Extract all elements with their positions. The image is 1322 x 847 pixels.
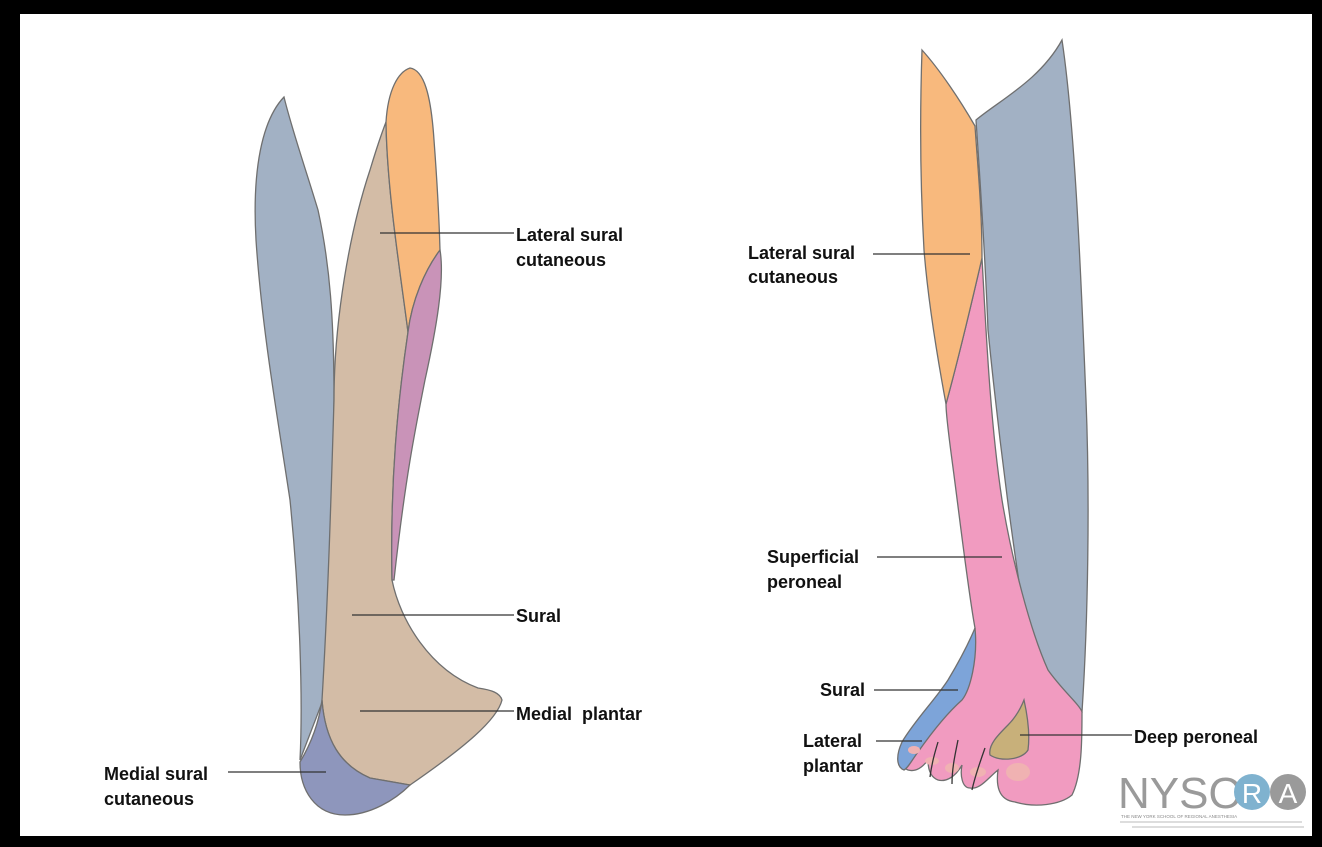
- logo-tagline: THE NEW YORK SCHOOL OF REGIONAL ANESTHES…: [1121, 814, 1237, 819]
- toenail-3: [945, 763, 959, 773]
- label-left-lateral-sural-line2: cutaneous: [516, 250, 606, 270]
- label-left-lateral-sural-line1: Lateral sural: [516, 225, 623, 245]
- logo-text-nyso: NYSO: [1118, 769, 1243, 818]
- label-left-sural: Sural: [516, 606, 561, 626]
- left-leg-view: [255, 68, 502, 815]
- logo-letter-r: R: [1242, 778, 1262, 809]
- label-right-sural: Sural: [820, 680, 865, 700]
- label-left-medial-sural-line1: Medial sural: [104, 764, 208, 784]
- label-right-lateral-sural-line2: cutaneous: [748, 267, 838, 287]
- label-right-lateral-plantar-line2: plantar: [803, 756, 863, 776]
- label-right-superficial-peroneal-line1: Superficial: [767, 547, 859, 567]
- toenail-1: [1006, 763, 1030, 781]
- label-right-deep-peroneal: Deep peroneal: [1134, 727, 1258, 747]
- label-right-lateral-plantar-line1: Lateral: [803, 731, 862, 751]
- label-right-superficial-peroneal-line2: peroneal: [767, 572, 842, 592]
- label-right-lateral-sural-line1: Lateral sural: [748, 243, 855, 263]
- left-medial-sural-region: [255, 97, 334, 760]
- nysora-logo: NYSO R A THE NEW YORK SCHOOL OF REGIONAL…: [1118, 769, 1306, 827]
- logo-letter-a: A: [1279, 778, 1298, 809]
- label-left-medial-sural-line2: cutaneous: [104, 789, 194, 809]
- label-left-medial-plantar: Medial plantar: [516, 704, 642, 724]
- toenail-5: [908, 746, 920, 754]
